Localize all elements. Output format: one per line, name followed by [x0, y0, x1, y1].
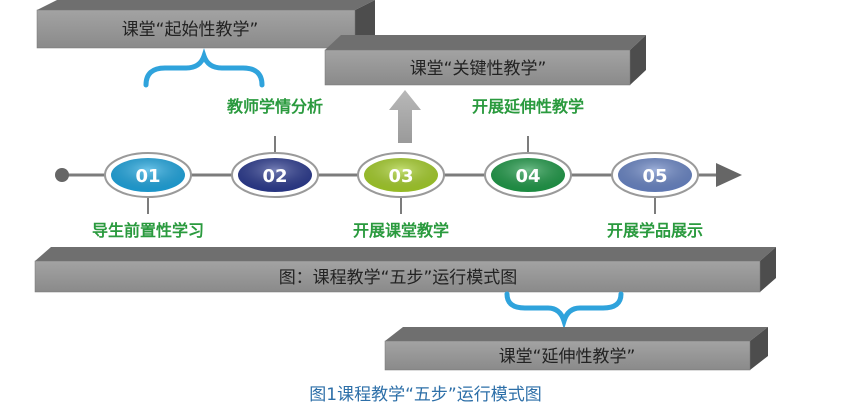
step-05-number: 05 [642, 166, 667, 187]
figure-caption: 图1课程教学“五步”运行模式图 [309, 385, 542, 405]
step-04: 04 [484, 152, 572, 198]
extend-brace [504, 291, 624, 330]
figure-title-box: 图：课程教学“五步”运行模式图 [34, 247, 776, 293]
start-brace [143, 48, 265, 88]
step-03-number: 03 [388, 166, 413, 187]
key-teaching-box: 课堂“关键性教学” [324, 35, 646, 86]
start-teaching-text: 课堂“起始性教学” [122, 20, 259, 40]
step-01-label: 导生前置性学习 [92, 221, 204, 240]
step-05: 05 [611, 152, 699, 198]
step-02-label: 教师学情分析 [227, 97, 323, 116]
step-04-label: 开展延伸性教学 [472, 97, 584, 116]
timeline-arrowhead [716, 163, 742, 187]
step-01-number: 01 [135, 166, 160, 187]
step-01: 01 [104, 152, 192, 198]
extend-teaching-text: 课堂“延伸性教学” [499, 347, 636, 367]
timeline-start-dot [55, 168, 69, 182]
step-05-label: 开展学品展示 [607, 221, 703, 240]
key-teaching-text: 课堂“关键性教学” [410, 59, 547, 79]
step-02: 02 [231, 152, 319, 198]
extend-teaching-box: 课堂“延伸性教学” [384, 327, 768, 371]
step-02-number: 02 [262, 166, 287, 187]
step-04-number: 04 [515, 166, 540, 187]
step-03: 03 [357, 152, 445, 198]
step-03-label: 开展课堂教学 [353, 221, 449, 240]
up-arrow [389, 90, 421, 143]
figure-title-text: 图：课程教学“五步”运行模式图 [279, 268, 518, 288]
start-teaching-box: 课堂“起始性教学” [36, 0, 375, 49]
